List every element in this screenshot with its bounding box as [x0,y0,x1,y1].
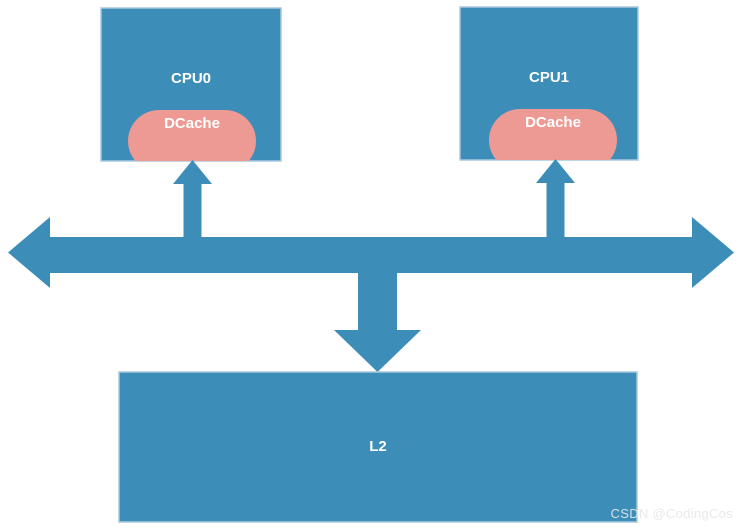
arrow-bus-to-l2 [334,265,421,372]
arrow-bus-to-cpu1 [536,159,575,245]
l2-box [118,371,638,523]
dcache1-pill [489,109,617,160]
dcache0-pill [128,110,256,161]
bus-double-arrow [8,217,734,288]
watermark: CSDN @CodingCos [610,506,733,521]
arrow-bus-to-cpu0 [173,160,212,245]
